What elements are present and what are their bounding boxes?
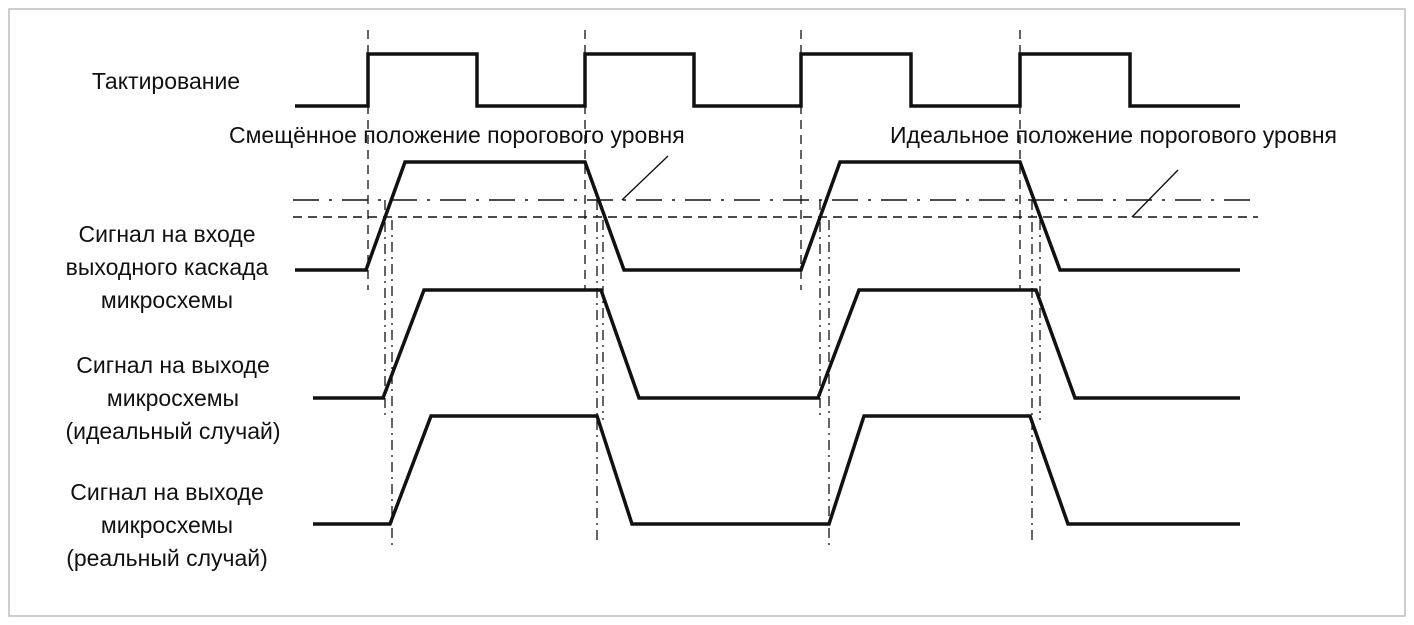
input-signal-label: Сигнал на входе выходного каскада микрос… xyxy=(66,221,269,313)
shifted-threshold-annotation: Смещённое положение порогового уровня xyxy=(229,122,685,148)
shifted-threshold-label: Смещённое положение порогового уровня xyxy=(229,122,685,148)
clock-edge-guides xyxy=(367,30,1021,290)
input-signal-label-line: выходного каскада xyxy=(66,254,269,280)
input-signal-waveform xyxy=(295,160,1240,272)
diagram-frame xyxy=(8,8,1406,617)
clock-waveform xyxy=(295,52,1240,108)
output-real-label-line: микросхемы xyxy=(101,512,233,538)
shifted-threshold-leader xyxy=(621,155,669,201)
output-ideal-label-line: микросхемы xyxy=(107,385,239,411)
output-ideal-label-line: Сигнал на выходе xyxy=(76,352,270,378)
input-signal-label-line: Сигнал на входе xyxy=(79,221,256,247)
output-real-waveform xyxy=(313,414,1240,526)
crossing-guides xyxy=(384,200,1041,545)
ideal-threshold-label: Идеальное положение порогового уровня xyxy=(890,122,1337,148)
output-ideal-label-line: (идеальный случай) xyxy=(65,418,280,444)
input-signal-label-line: микросхемы xyxy=(101,287,233,313)
output-real-label-line: (реальный случай) xyxy=(66,545,268,571)
ideal-threshold-annotation: Идеальное положение порогового уровня xyxy=(890,122,1337,148)
output-ideal-waveform xyxy=(313,288,1240,400)
clock-label: Тактирование xyxy=(92,68,240,94)
output-ideal-label: Сигнал на выходе микросхемы (идеальный с… xyxy=(65,352,280,444)
output-real-label: Сигнал на выходе микросхемы (реальный сл… xyxy=(66,479,268,571)
output-real-label-line: Сигнал на выходе xyxy=(70,479,264,505)
ideal-threshold-leader xyxy=(1131,169,1179,218)
